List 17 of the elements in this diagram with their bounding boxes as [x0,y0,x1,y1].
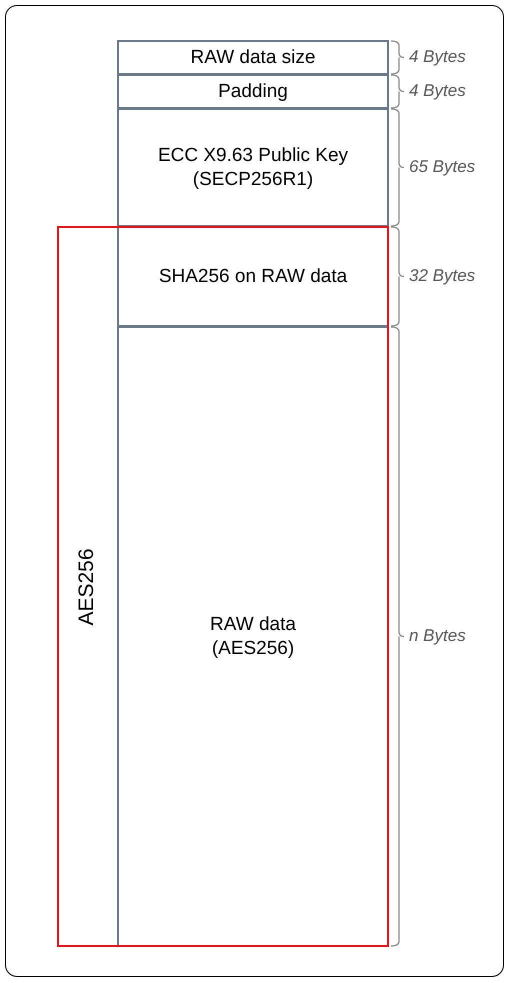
field-label: RAW data size [190,46,316,70]
field-box [117,74,389,109]
size-label: 65 Bytes [409,156,476,176]
field-box [117,226,389,327]
size-label: 32 Bytes [409,266,476,286]
field-label: Padding [217,80,289,104]
field-box [117,40,389,75]
field-label: SHA256 on RAW data [158,264,348,288]
field-label: ECC X9.63 Public Key (SECP256R1) [156,144,350,192]
encryption-region [57,226,389,947]
region-label: AES256 [74,548,99,626]
field-label: RAW data (AES256) [209,612,297,660]
size-label: 4 Bytes [409,80,466,100]
field-box [117,326,389,947]
size-label: 4 Bytes [409,46,466,66]
field-box [117,108,389,227]
size-label: n Bytes [409,626,466,646]
